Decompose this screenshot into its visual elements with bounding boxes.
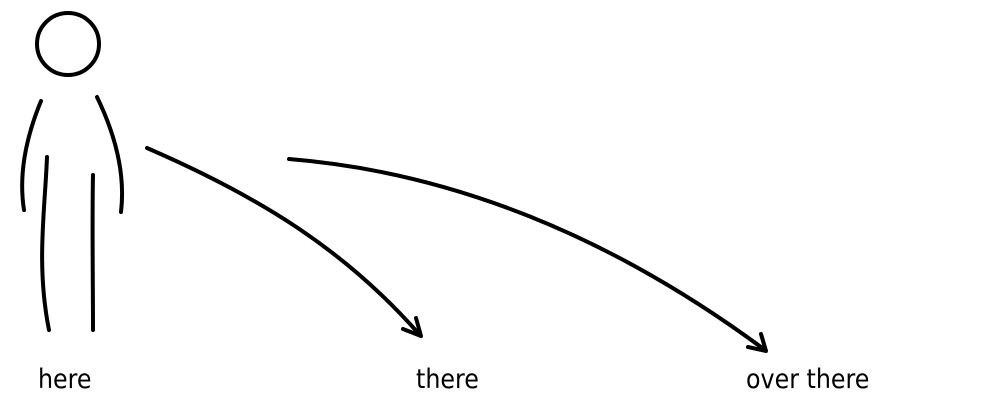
label-there: there — [416, 366, 479, 393]
arrow-to-there-shaft — [147, 148, 419, 334]
figure-head — [37, 13, 99, 75]
arrow-to-over-there — [289, 159, 766, 351]
figure-right-arm — [97, 97, 122, 212]
arrow-to-there — [147, 148, 421, 336]
arrow-to-over-there-shaft — [289, 159, 765, 350]
label-over-there: over there — [746, 366, 869, 393]
figure-left-leg — [42, 157, 49, 330]
stick-figure — [22, 13, 122, 330]
figure-left-arm — [22, 101, 41, 210]
label-here: here — [38, 366, 92, 393]
